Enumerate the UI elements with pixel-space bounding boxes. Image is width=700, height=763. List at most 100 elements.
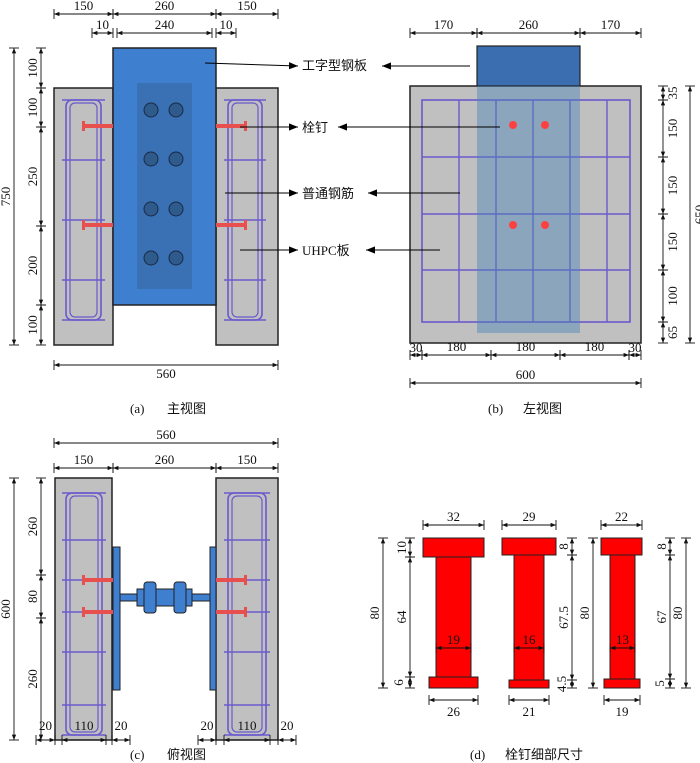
dimension: 10 — [215, 17, 237, 38]
dimension: 22 — [600, 509, 643, 530]
dimension-label: 260 — [25, 517, 40, 537]
stud-head — [244, 607, 247, 617]
bolt — [143, 151, 159, 167]
callouts: 工字型钢板 栓钉 普通钢筋 UHPC板 — [204, 58, 500, 258]
bolt — [168, 151, 184, 167]
dimension-label: 29 — [523, 509, 536, 524]
dimension: 4.5 — [554, 676, 577, 692]
stud-head — [82, 121, 85, 131]
dimension: 20 — [277, 718, 297, 745]
dimension: 240 — [116, 17, 213, 38]
dimension-label: 600 — [516, 367, 536, 382]
dimension-label: 20 — [115, 718, 128, 733]
leader-arrow-left — [204, 62, 299, 70]
dimension-label: 10 — [220, 17, 233, 32]
dimension-label: 560 — [156, 427, 176, 442]
dimension-label: 100 — [25, 315, 40, 335]
stud-shank — [82, 124, 113, 128]
caption-a-tag: (a) — [130, 401, 144, 416]
rebar-outline — [421, 99, 631, 323]
stud-shank — [216, 124, 247, 128]
dimension: 750 — [0, 47, 19, 346]
dimension: 8 — [556, 537, 577, 556]
bolt — [168, 250, 184, 266]
stud-head — [501, 537, 557, 556]
bolt-head — [173, 581, 187, 614]
label-rebar: 普通钢筋 — [302, 186, 354, 201]
dimension-label: 35 — [665, 87, 680, 100]
dimension: 600 — [409, 367, 642, 388]
dimension: 150 — [658, 156, 680, 215]
dimension: 250 — [25, 126, 46, 227]
stud-shank — [216, 610, 247, 614]
dimension: 260 — [25, 477, 46, 576]
panel-d-stud-details — [422, 537, 643, 689]
dimension: 16 — [513, 632, 545, 653]
dimension-label: 100 — [25, 58, 40, 78]
caption-b-title: 左视图 — [523, 401, 562, 416]
dimension-label: 150 — [665, 119, 680, 139]
dimension-label: 80 — [25, 590, 40, 603]
dimension-label: 150 — [237, 0, 257, 13]
dimension-label: 30 — [629, 340, 642, 355]
dimension: 80 — [367, 537, 388, 689]
dimension-label: 30 — [410, 340, 423, 355]
rebar-grid — [421, 99, 631, 323]
dimension: 20 — [35, 718, 56, 745]
stud-shank — [513, 554, 545, 681]
dimension-label: 150 — [665, 232, 680, 252]
stud-positions — [509, 121, 549, 229]
dimension: 67.5 — [556, 554, 577, 681]
dimension-label: 32 — [447, 509, 460, 524]
dimension-label: 22 — [615, 509, 628, 524]
bolt — [143, 250, 159, 266]
stud-dot — [541, 221, 549, 229]
dimension: 19 — [435, 632, 472, 653]
dimension-label: 750 — [0, 187, 13, 207]
dimension-label: 600 — [0, 599, 13, 619]
dimension-label: 260 — [155, 0, 175, 13]
dimension: 560 — [53, 360, 279, 381]
dimension: 100 — [25, 304, 46, 346]
bolt — [143, 201, 159, 217]
dimension: 30 — [629, 340, 642, 360]
shear-studs — [82, 121, 247, 230]
shear-studs — [82, 575, 247, 617]
caption-b-tag: (b) — [488, 401, 503, 416]
dimension: 10 — [394, 537, 415, 558]
dimension: 100 — [25, 47, 46, 89]
stud-shank — [82, 223, 113, 227]
bolt — [168, 201, 184, 217]
stud-shank — [82, 578, 113, 582]
dimension: 150 — [215, 452, 279, 473]
dimension: 20 — [197, 718, 217, 745]
dimension-label: 110 — [74, 718, 93, 733]
caption-c-tag: (c) — [130, 747, 144, 762]
stud-base — [508, 679, 550, 689]
dimension: 260 — [112, 452, 217, 473]
dimension-label: 5 — [652, 680, 667, 687]
dimension-label: 150 — [74, 0, 94, 13]
bolt-group — [143, 102, 184, 266]
panel-c-top-view — [54, 477, 279, 741]
dimension-label: 13 — [616, 632, 629, 647]
panel-a-front-view — [53, 47, 279, 346]
dimension: 100 — [25, 87, 46, 128]
dimension: 26 — [428, 695, 479, 719]
stud-head — [82, 220, 85, 230]
steel-plate-top — [476, 45, 581, 87]
dimension-label: 100 — [665, 286, 680, 306]
panel-b-side-view — [409, 45, 642, 344]
stud-dot — [509, 121, 517, 129]
dimension-label: 8 — [556, 543, 571, 550]
dimension-label: 10 — [394, 541, 409, 554]
dimension: 6 — [391, 676, 415, 689]
dimension: 150 — [658, 99, 680, 158]
dimension: 100 — [658, 269, 680, 323]
dimension: 170 — [409, 17, 478, 38]
stud-dot — [541, 121, 549, 129]
dimension-label: 19 — [447, 632, 460, 647]
label-stud: 栓钉 — [302, 120, 328, 135]
dimension: 64 — [394, 556, 415, 678]
